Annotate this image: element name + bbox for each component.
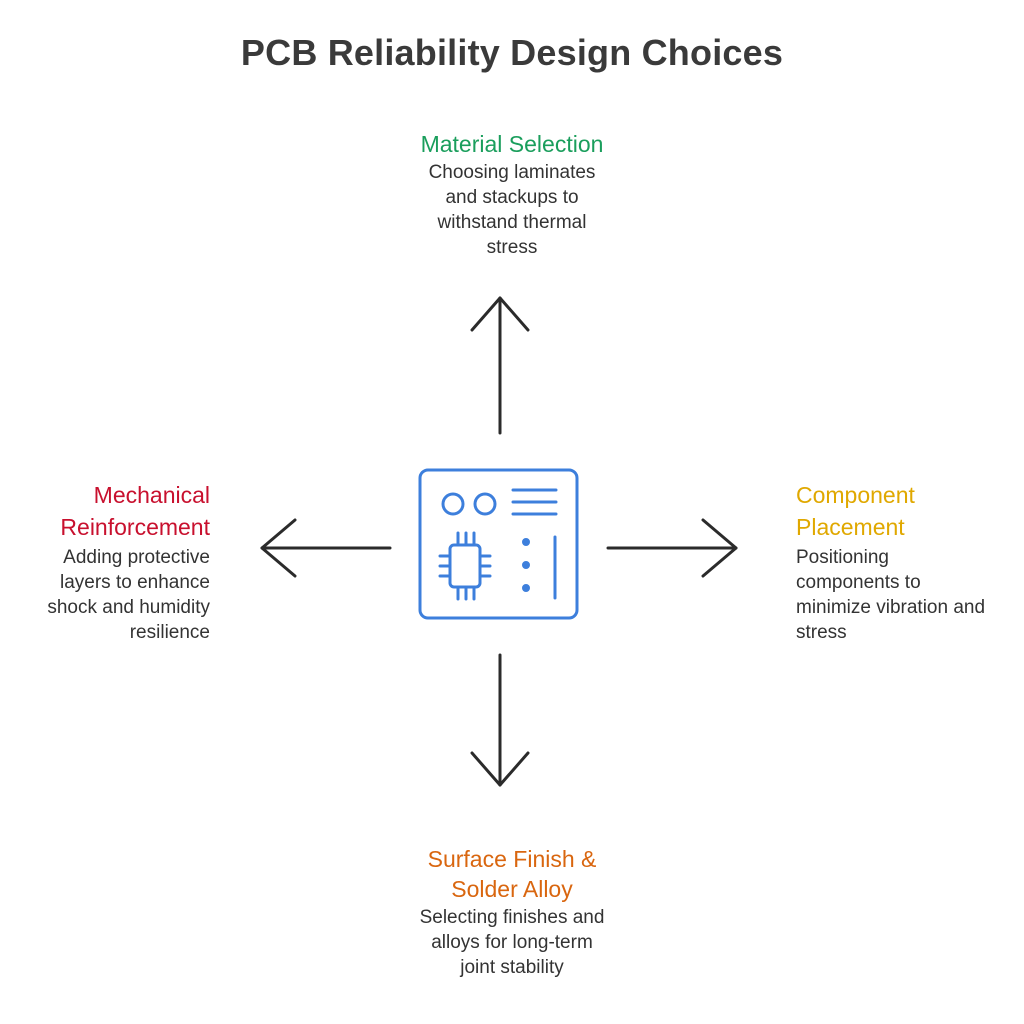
node-title-line: Mechanical: [93, 482, 210, 508]
arrows: [260, 296, 738, 787]
node-desc-line: Selecting finishes and: [419, 907, 605, 928]
arrow-left: [260, 518, 392, 578]
node-desc-line: shock and humidity: [47, 597, 210, 618]
node-desc-line: layers to enhance: [60, 572, 210, 593]
node-desc-line: withstand thermal: [437, 212, 587, 233]
node-desc-line: alloys for long-term: [431, 932, 593, 953]
node-component-placement: Component Placement Positioning componen…: [796, 481, 1016, 645]
arrow-right: [606, 518, 738, 578]
node-material-selection: Material Selection Choosing laminates an…: [362, 130, 662, 260]
node-title: Material Selection: [420, 131, 604, 157]
node-title-line: Solder Alloy: [451, 876, 573, 902]
node-title-line: Placement: [796, 514, 905, 540]
arrow-down: [470, 653, 530, 787]
node-desc-line: resilience: [129, 622, 210, 643]
node-desc-line: minimize vibration and: [796, 597, 986, 618]
node-mechanical-reinforcement: Mechanical Reinforcement Adding protecti…: [20, 481, 210, 645]
node-desc-line: Adding protective: [63, 547, 210, 568]
diagram-title: PCB Reliability Design Choices: [240, 32, 784, 73]
node-desc-line: Choosing laminates: [428, 162, 596, 183]
node-desc-line: Positioning: [796, 547, 889, 568]
node-desc-line: joint stability: [460, 957, 564, 978]
node-surface-finish-solder-alloy: Surface Finish & Solder Alloy Selecting …: [362, 845, 662, 980]
node-desc-line: stress: [796, 622, 847, 643]
circuit-board-icon: [418, 468, 579, 620]
arrow-up: [470, 296, 530, 435]
node-desc-line: stress: [486, 237, 538, 258]
node-title-line: Component: [796, 482, 915, 508]
node-title-line: Reinforcement: [60, 514, 210, 540]
node-desc-line: and stackups to: [445, 187, 579, 208]
node-desc-line: components to: [796, 572, 921, 593]
node-title-line: Surface Finish &: [427, 846, 597, 872]
